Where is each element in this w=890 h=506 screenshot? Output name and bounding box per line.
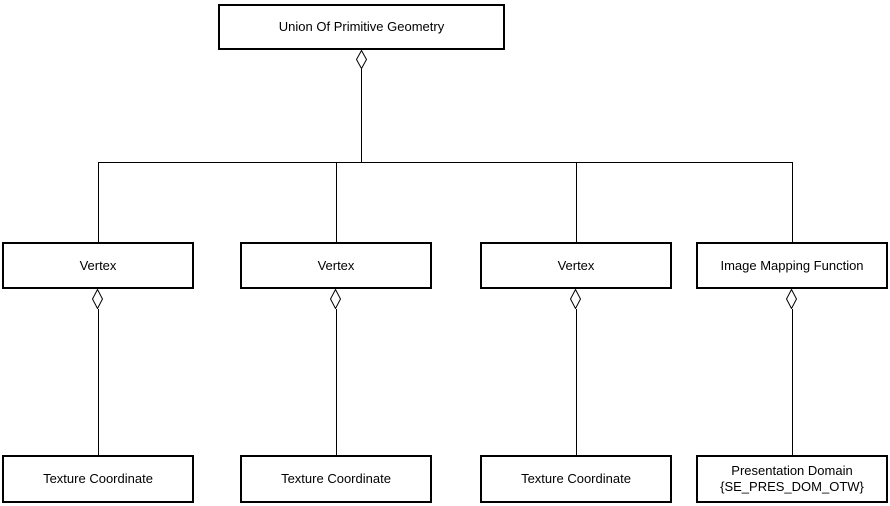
aggregation-diamond-icon (330, 289, 341, 309)
node-label: Texture Coordinate (281, 471, 391, 486)
node-label-line1: Presentation Domain (731, 463, 853, 478)
node-label: Vertex (557, 257, 595, 273)
connector-leaf-2 (336, 309, 337, 455)
aggregation-diamond-icon (570, 289, 581, 309)
node-vertex-3: Vertex (480, 242, 672, 289)
node-label: Texture Coordinate (521, 471, 631, 486)
connector-drop-1 (98, 162, 99, 242)
node-label: Texture Coordinate (43, 471, 153, 486)
node-label: Image Mapping Function (720, 257, 864, 273)
node-texture-coordinate-1: Texture Coordinate (2, 455, 194, 503)
node-label: Vertex (79, 257, 117, 273)
connector-bus (98, 162, 793, 163)
connector-leaf-1 (98, 309, 99, 455)
node-image-mapping-function: Image Mapping Function (696, 242, 888, 289)
node-vertex-2: Vertex (240, 242, 432, 289)
connector-drop-2 (336, 162, 337, 242)
node-label: Vertex (317, 257, 355, 273)
aggregation-diamond-icon (786, 289, 797, 309)
aggregation-diamond-icon (356, 50, 367, 69)
node-label-line2: {SE_PRES_DOM_OTW} (720, 479, 864, 494)
aggregation-diamond-icon (92, 289, 103, 309)
node-texture-coordinate-2: Texture Coordinate (240, 455, 432, 503)
connector-drop-4 (792, 162, 793, 242)
node-vertex-1: Vertex (2, 242, 194, 289)
connector-root-stem (361, 69, 362, 162)
node-texture-coordinate-3: Texture Coordinate (480, 455, 672, 503)
node-label: Union Of Primitive Geometry (278, 19, 445, 34)
connector-leaf-4 (792, 309, 793, 455)
node-presentation-domain: Presentation Domain {SE_PRES_DOM_OTW} (696, 455, 888, 503)
node-union-of-primitive-geometry: Union Of Primitive Geometry (218, 4, 505, 50)
connector-leaf-3 (576, 309, 577, 455)
connector-drop-3 (576, 162, 577, 242)
